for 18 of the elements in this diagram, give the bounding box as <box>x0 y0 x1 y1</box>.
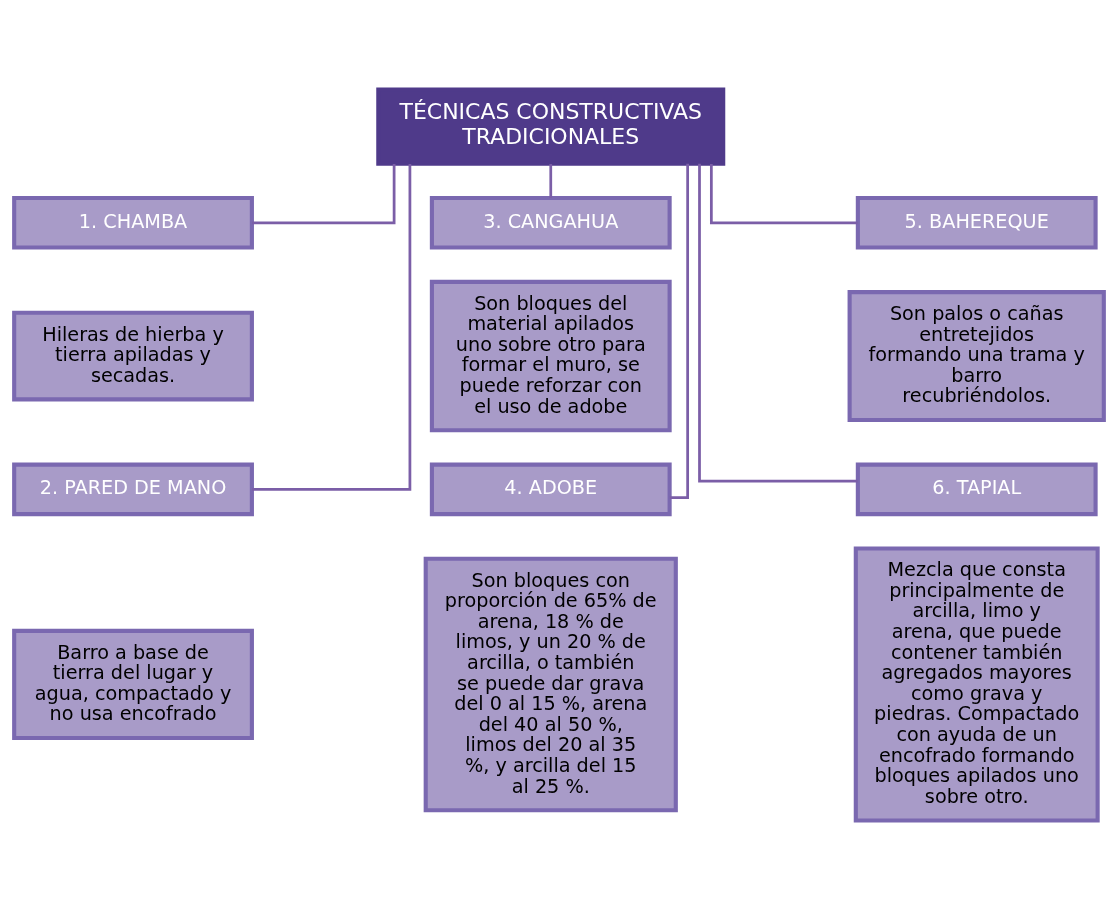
connector <box>252 164 412 491</box>
node-box: TÉCNICAS CONSTRUCTIVAS TRADICIONALES <box>376 87 726 166</box>
node-box: 2. PARED DE MANO <box>12 462 254 517</box>
connector <box>698 163 858 483</box>
node-box: Hileras de hierba y tierra apiladas y secadas. <box>12 310 254 402</box>
node-box: 6. TAPIAL <box>855 462 1098 517</box>
node-box: Barro a base de tierra del lugar y agua, compactado y no usa encofrado <box>12 628 254 741</box>
node-box: Son bloques del material apilados uno sobre otro para formar el muro, se puede reforzar con el uso de adobe <box>429 279 672 433</box>
node-box: 3. CANGAHUA <box>429 196 672 250</box>
node-box: Son palos o cañas entretejidos formando una trama y barro recubriéndolos. <box>847 290 1106 422</box>
node-box: 5. BAHEREQUE <box>855 196 1098 250</box>
connector <box>710 164 858 225</box>
node-box: 4. ADOBE <box>429 462 672 517</box>
connector <box>252 164 396 225</box>
node-box: Mezcla que consta principalmente de arcilla, limo y arena, que puede contener también agregados mayores como grava y piedras. Compactado con ayuda de un encofrado formando bloques apilados uno sobre otro. <box>853 546 1100 823</box>
node-box: 1. CHAMBA <box>12 196 254 250</box>
node-box: Son bloques con proporción de 65% de arena, 18 % de limos, y un 20 % de arcilla, o también se puede dar grava del 0 al 15 %, arena del 40 al 50 %, limos del 20 al 35 %, y arcilla del 15 al 25 %. <box>423 556 678 813</box>
connector <box>549 164 553 198</box>
